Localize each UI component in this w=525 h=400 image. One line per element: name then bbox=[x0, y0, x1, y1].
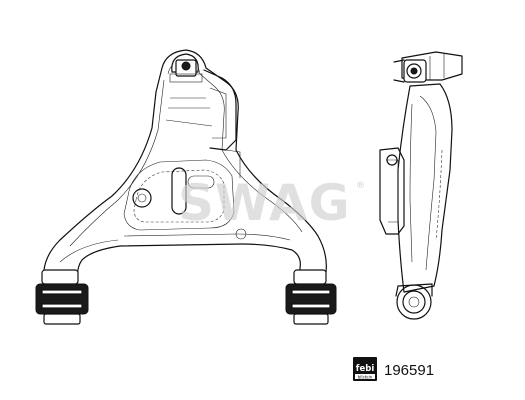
watermark: SWAG ® bbox=[178, 174, 365, 232]
left-bushing bbox=[35, 269, 89, 325]
watermark-text: SWAG bbox=[178, 174, 351, 232]
control-arm-side-view bbox=[379, 51, 463, 320]
ball-joint bbox=[169, 53, 203, 83]
part-number: 196591 bbox=[384, 362, 434, 379]
control-arm-front-view bbox=[43, 49, 327, 283]
febi-logo: febi bilstein bbox=[353, 357, 377, 381]
logo-text: febi bbox=[356, 364, 375, 374]
watermark-registered-mark: ® bbox=[356, 181, 365, 191]
logo-subtext: bilstein bbox=[358, 374, 373, 379]
right-bushing bbox=[285, 269, 337, 325]
